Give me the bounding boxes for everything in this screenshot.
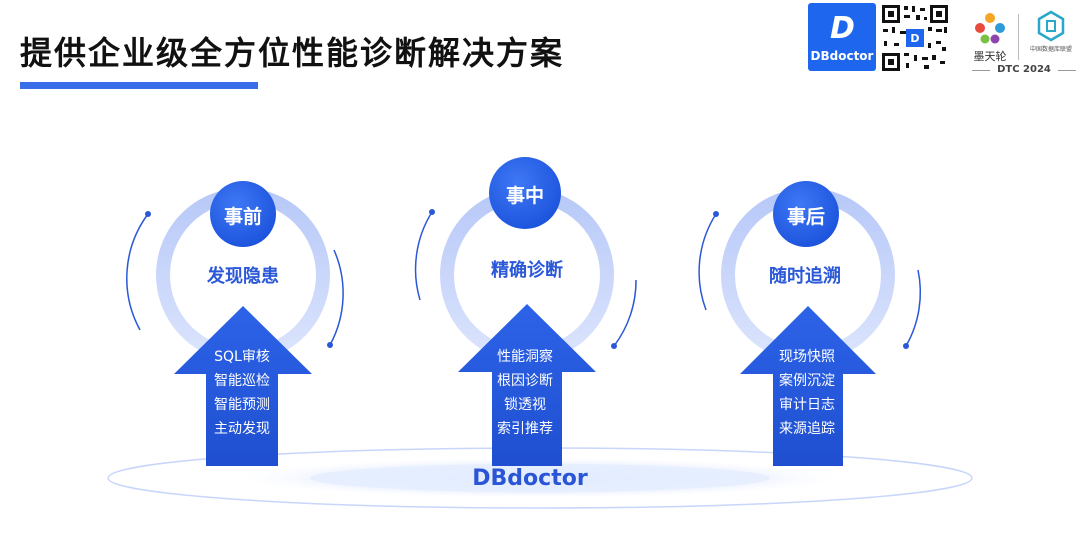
motianlun-icon [975,13,1005,44]
event-badge: DTC 2024 [972,62,1076,78]
stage-badge-label: 事前 [223,206,262,228]
stage-title: 随时追溯 [769,266,841,287]
arc-dot [713,211,719,217]
db-union-logo: 中国数据库联盟 [1024,10,1078,54]
stage-title: 发现隐患 [207,266,279,287]
arc-right [613,279,637,347]
up-arrow [458,304,596,466]
up-arrow [174,306,312,466]
arc-dot [145,211,151,217]
arc-dot [429,209,435,215]
dbdoctor-logo: D DBdoctor [808,3,876,71]
feature-item: 索引推荐 [497,421,553,437]
feature-item: SQL审核 [214,349,270,365]
feature-item: 智能预测 [214,397,270,413]
stage-badge [773,181,839,247]
feature-item: 主动发现 [214,421,270,437]
stage-ring-inner [455,203,599,347]
stage-badge [210,181,276,247]
stage-ring-inner [171,203,315,347]
logo-divider [1018,14,1019,60]
db-union-label: 中国数据库联盟 [1029,46,1072,53]
feature-item: 案例沉淀 [779,373,835,389]
motianlun-label: 墨天轮 [973,50,1007,63]
arc-dot [327,342,333,348]
stage-badge-label: 事中 [505,185,544,207]
stage-ring-inner [736,203,880,347]
arc-left [414,211,433,301]
svg-text:D: D [910,32,919,45]
arc-left [126,213,149,331]
dbdoctor-logo-icon: D [830,11,855,46]
pillar-during [414,157,637,466]
db-union-icon [1037,10,1065,42]
pillar-before [126,181,344,466]
arc-right [905,269,922,347]
feature-item: 根因诊断 [497,373,553,389]
stage-title: 精确诊断 [491,260,563,281]
feature-item: 锁透视 [504,397,546,413]
feature-item: 性能洞察 [497,349,553,365]
stage-badge-label: 事后 [786,206,825,228]
motianlun-logo: 墨天轮 [968,12,1012,64]
feature-item: 现场快照 [779,349,835,365]
feature-item: 审计日志 [779,397,835,413]
platform-label: DBdoctor [472,466,588,491]
up-arrow [740,306,876,466]
dbdoctor-logo-text: DBdoctor [810,49,874,63]
arc-dot [903,343,909,349]
feature-item: 来源追踪 [779,421,835,437]
arc-right [329,249,344,346]
pillar-after [698,181,922,466]
feature-item: 智能巡检 [214,373,270,389]
qr-code: D [880,3,950,73]
page-title: 提供企业级全方位性能诊断解决方案 [20,34,565,72]
arc-left [698,213,717,311]
event-label: DTC 2024 [997,64,1051,75]
stage-badge [489,157,561,229]
arc-dot [611,343,617,349]
title-underline [20,82,258,89]
base-ellipse-inner [310,464,770,492]
